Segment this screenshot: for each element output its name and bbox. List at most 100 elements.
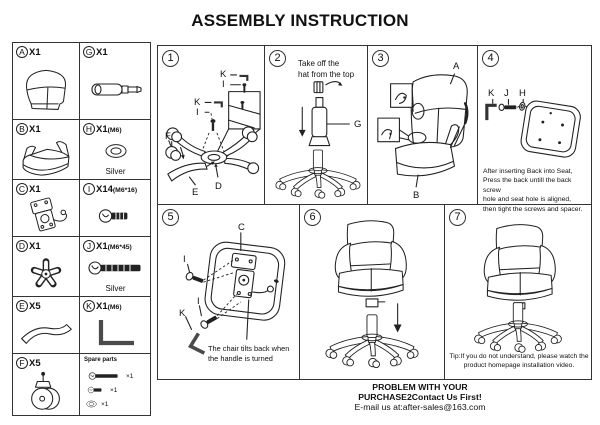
label-k: K: [179, 308, 186, 319]
step-7-illustration: [474, 224, 562, 353]
spare-row-washer: ×1: [84, 399, 149, 409]
step-4-panel: 4 K J H After inserting Back into Seat,P…: [477, 45, 592, 213]
footer-line-2: PURCHASE2Contact Us First!: [358, 391, 482, 402]
part-spec-j: (M6*45): [107, 244, 132, 251]
label-k-lower: K: [194, 97, 201, 108]
leg-icon: [13, 312, 79, 353]
tilt-mechanism-icon: [13, 195, 79, 236]
part-note-h: Silver: [105, 167, 126, 176]
step-4-number: 4: [482, 50, 499, 67]
step-7-number: 7: [449, 209, 466, 226]
screw-long-icon: [80, 252, 151, 283]
part-spec-k: (M6): [107, 304, 122, 311]
label-b: B: [413, 190, 420, 201]
part-qty-j: X1: [96, 241, 108, 252]
backrest-icon: [13, 58, 79, 119]
footer-line-1: PROBLEM WITH YOUR: [372, 382, 468, 392]
spare-parts-label: Spare parts: [84, 357, 118, 363]
part-letter-c: C: [16, 183, 28, 195]
label-i-upper: I: [222, 79, 225, 90]
part-letter-h: H: [83, 123, 95, 135]
contact-footer: PROBLEM WITH YOUR PURCHASE2Contact Us Fi…: [290, 382, 550, 413]
label-i-lower: I: [196, 107, 199, 118]
assembly-steps-grid: 1 K I: [157, 45, 592, 380]
washer-icon: [80, 135, 151, 166]
label-k-upper: K: [220, 69, 227, 80]
step-1-illustration: [165, 74, 261, 186]
step-6-illustration: [325, 220, 419, 369]
step-4-illustration: [485, 98, 581, 158]
footer-email: E-mail us at:after-sales@163.com: [354, 402, 486, 413]
label-e: E: [192, 187, 199, 198]
spare-qty-1: ×1: [126, 372, 134, 380]
label-c: C: [238, 222, 245, 233]
spare-screw-short-icon: [87, 386, 102, 394]
step-6-panel: 6: [299, 204, 445, 380]
part-letter-g: G: [83, 46, 95, 58]
screw-short-icon: [80, 195, 151, 236]
step-6-number: 6: [304, 209, 321, 226]
allen-key-icon: [80, 312, 151, 353]
gas-lift-icon: [80, 58, 151, 119]
part-qty-g: X1: [96, 47, 108, 58]
label-k: K: [488, 88, 495, 99]
label-a: A: [453, 61, 460, 72]
page-title: ASSEMBLY INSTRUCTION: [191, 11, 409, 30]
step-2-number: 2: [269, 50, 286, 67]
part-qty-b: X1: [29, 124, 41, 135]
spare-qty-2: ×1: [110, 386, 118, 394]
part-qty-i: X14: [96, 184, 113, 195]
spare-washer-icon: [86, 400, 97, 408]
spare-screw-long-icon: [88, 372, 118, 380]
part-qty-f: X5: [29, 358, 41, 369]
part-spec-i: (M6*16): [112, 187, 138, 194]
part-qty-d: X1: [29, 241, 41, 252]
part-letter-i: I: [83, 183, 95, 195]
spare-parts-cell: Spare parts ×1 ×1 ×1: [79, 353, 151, 415]
part-letter-e: E: [16, 300, 28, 312]
spare-row-long-screw: ×1: [84, 371, 149, 381]
step-3-illustration: [377, 73, 469, 188]
label-h: H: [519, 88, 526, 99]
caster-icon: [13, 369, 79, 415]
step-1-panel: 1 K I: [157, 45, 265, 205]
part-spec-h: (M6): [107, 127, 122, 134]
part-letter-k: K: [83, 300, 95, 312]
seat-icon: [13, 135, 79, 179]
step-1-number: 1: [162, 50, 179, 67]
part-qty-k: X1: [96, 301, 108, 312]
part-letter-a: A: [16, 46, 28, 58]
step-7-tip: Tip:If you do not understand, please wat…: [449, 353, 589, 370]
step-2-illustration: [275, 81, 361, 199]
step-5-illustration: [185, 232, 286, 355]
base-hub-icon: [13, 252, 79, 296]
step-7-panel: 7 Tip:If you do not understand, please w…: [444, 204, 592, 380]
label-d: D: [215, 181, 222, 192]
part-letter-j: J: [83, 240, 95, 252]
step-3-number: 3: [372, 50, 389, 67]
part-qty-e: X5: [29, 301, 41, 312]
spare-row-short-screw: ×1: [84, 385, 149, 395]
part-letter-d: D: [16, 240, 28, 252]
part-letter-f: F: [16, 357, 28, 369]
step-5-panel: 5 C I I K: [157, 204, 300, 380]
part-qty-c: X1: [29, 184, 41, 195]
label-f: F: [165, 131, 171, 142]
label-i-upper: I: [183, 254, 186, 265]
label-i-lower: I: [197, 296, 200, 307]
spare-qty-3: ×1: [101, 400, 109, 408]
